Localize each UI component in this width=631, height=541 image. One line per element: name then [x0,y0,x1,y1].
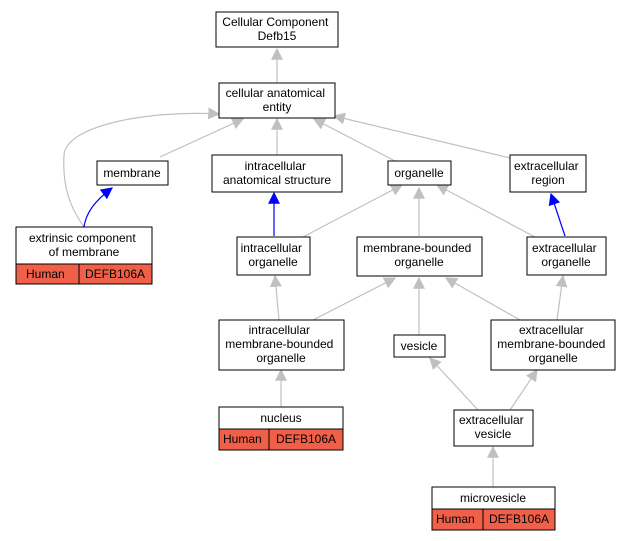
svg-text:intracellular organell: intracellular organelle [241,241,306,269]
node-ev-line-1: extracellular [459,413,524,427]
node-microvesicle[interactable]: microvesicle Human DEFB106A [431,486,556,531]
node-imbo-line-1: intracellular [249,323,310,337]
node-ias-line-1: intracellular [245,159,306,173]
ecm-annotation-gene: DEFB106A [85,267,145,281]
node-root-line-1: Cellular Component [222,15,329,29]
ecm-annotation-species: Human [26,267,65,281]
node-ias-line-2: anatomical structure [223,173,331,187]
edge-ev-to-vesicle [429,357,479,411]
svg-text:extrinsic component of: extrinsic component of membrane [29,231,139,259]
edge-exr-to-cae [332,112,511,159]
edge-organelle-to-cae [312,118,396,162]
svg-text:microvesicle: microvesicle [460,491,526,505]
svg-text:Human DEFB106A: Human DEFB106A [26,267,145,281]
node-ecm-line-1: extrinsic component [29,231,136,245]
node-embo-line-1: extracellular [519,323,584,337]
nucleus-annotation-species: Human [223,432,262,446]
svg-text:intracellular membrane: intracellular membrane-bounded organelle [225,323,336,365]
node-membrane[interactable]: membrane [96,160,169,186]
node-extracellular-region[interactable]: extracellular region [509,154,587,193]
node-nucleus[interactable]: nucleus Human DEFB106A [218,406,344,451]
edge-embo-to-mbo [444,277,521,321]
node-exr-line-2: region [531,173,564,187]
nucleus-annotation-gene: DEFB106A [276,432,336,446]
node-mbo-line-2: organelle [394,255,444,269]
svg-text:extracellular vesicle: extracellular vesicle [459,413,527,441]
node-mbo-line-1: membrane-bounded [363,241,471,255]
node-extracellular-organelle[interactable]: extracellular organelle [526,236,607,276]
node-membrane-bounded-organelle[interactable]: membrane-bounded organelle [356,236,483,277]
node-eo-line-2: organelle [541,255,591,269]
node-organelle[interactable]: organelle [387,160,452,186]
node-extrinsic-component-of-membrane[interactable]: extrinsic component of membrane Human DE… [15,226,153,285]
svg-text:Cellular Component Def: Cellular Component Defb15 [222,15,331,43]
node-root[interactable]: Cellular Component Defb15 [215,11,339,48]
node-membrane-line-1: membrane [103,166,161,180]
edge-imbo-to-mbo [312,277,397,321]
svg-text:Human DEFB106A: Human DEFB106A [223,432,336,446]
svg-text:membrane: membrane [103,166,161,180]
svg-text:Human DEFB106A: Human DEFB106A [436,512,549,526]
svg-text:intracellular anatomic: intracellular anatomical structure [223,159,331,187]
node-imbo-line-3: organelle [256,351,306,365]
edge-ev-to-embo [509,369,538,411]
node-imbo-line-2: membrane-bounded [225,337,333,351]
node-cae-line-2: entity [263,100,292,114]
node-vesicle[interactable]: vesicle [393,334,446,358]
microvesicle-annotation-species: Human [436,512,475,526]
edge-embo-to-eo [555,274,568,321]
edges [63,47,568,487]
node-cellular-anatomical-entity[interactable]: cellular anatomical entity [218,82,336,119]
node-exr-line-1: extracellular [514,159,579,173]
node-nucleus-line-1: nucleus [260,411,301,425]
edge-eo-to-exr [548,192,566,237]
node-intracellular-membrane-bounded-organelle[interactable]: intracellular membrane-bounded organelle [218,319,345,371]
node-embo-line-2: membrane-bounded [497,337,605,351]
node-microvesicle-line-1: microvesicle [460,491,526,505]
node-intracellular-organelle[interactable]: intracellular organelle [236,236,311,276]
svg-text:vesicle: vesicle [401,339,438,353]
nodes: Cellular Component Defb15 cellular anato… [15,11,616,531]
svg-text:organelle: organelle [394,166,444,180]
svg-text:extracellular organell: extracellular organelle [532,241,600,269]
svg-text:extracellular membrane: extracellular membrane-bounded organelle [497,323,608,365]
node-io-line-2: organelle [248,255,298,269]
svg-text:cellular anatomical en: cellular anatomical entity [226,86,329,114]
node-ecm-line-2: of membrane [49,245,120,259]
edge-membrane-to-cae [159,118,245,158]
node-embo-line-3: organelle [528,351,578,365]
svg-text:extracellular region: extracellular region [514,159,582,187]
node-vesicle-line-1: vesicle [401,339,438,353]
node-intracellular-anatomical-structure[interactable]: intracellular anatomical structure [211,154,343,193]
node-cae-line-1: cellular anatomical [226,86,325,100]
node-io-line-1: intracellular [241,241,302,255]
node-root-line-2: Defb15 [258,29,297,43]
edge-ecm-to-cae [63,107,221,228]
node-extracellular-membrane-bounded-organelle[interactable]: extracellular membrane-bounded organelle [490,319,616,371]
edge-imbo-to-io [270,274,282,321]
svg-text:nucleus: nucleus [260,411,301,425]
node-organelle-line-1: organelle [394,166,444,180]
microvesicle-annotation-gene: DEFB106A [489,512,549,526]
edge-eo-to-organelle [435,184,536,238]
node-extracellular-vesicle[interactable]: extracellular vesicle [453,409,534,447]
edge-ecm-to-membrane [83,187,113,228]
node-ev-line-2: vesicle [475,427,512,441]
edge-io-to-organelle [302,184,404,238]
node-eo-line-1: extracellular [532,241,597,255]
svg-text:membrane-bounded organ: membrane-bounded organelle [363,241,474,269]
